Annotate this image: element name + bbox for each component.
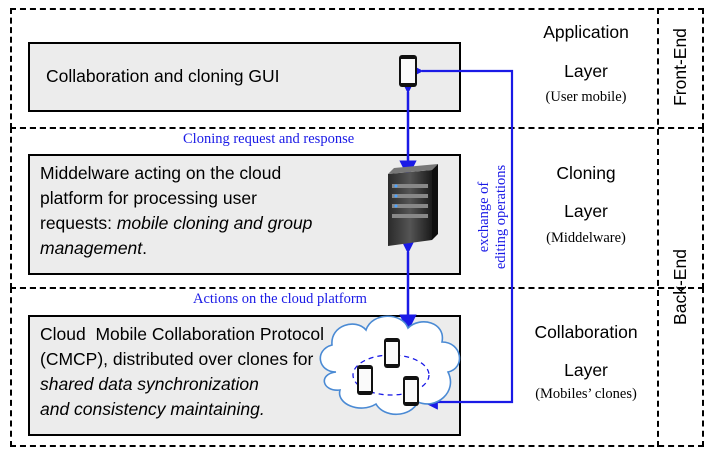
side-divider	[657, 8, 659, 447]
middleware-line-4: management.	[40, 236, 312, 261]
middleware-line-3-plain: requests:	[40, 213, 117, 233]
clone-phone-icon-left	[357, 365, 373, 395]
collaboration-layer-region	[10, 287, 704, 447]
actions-cloud-label: Actions on the cloud platform	[193, 291, 367, 307]
gui-box: Collaboration and cloning GUI	[28, 42, 461, 112]
middleware-line-4-tail: .	[142, 238, 148, 258]
application-layer-word: Layer	[564, 61, 608, 81]
arrow-exchange-path	[408, 63, 514, 410]
cloning-layer-title: Cloning	[556, 163, 616, 183]
application-layer-title: Application	[543, 22, 629, 42]
collaboration-layer-title: Collaboration	[534, 322, 638, 342]
cloning-layer-subtitle: (Middelware)	[546, 230, 626, 246]
cmcp-line-2: (CMCP), distributed over clones for	[40, 349, 314, 369]
mobile-phone-icon	[399, 55, 417, 87]
middleware-line-3-italic: mobile cloning and group	[116, 213, 313, 233]
cmcp-line-3: shared data synchronization	[40, 374, 259, 394]
collaboration-layer-word: Layer	[564, 360, 608, 380]
application-layer-subtitle: (User mobile)	[545, 89, 627, 105]
cloning-layer-word: Layer	[564, 201, 608, 221]
cmcp-line-1: Cloud Mobile Collaboration Protocol	[40, 324, 325, 344]
cloning-request-label: Cloning request and response	[183, 131, 355, 147]
middleware-line-1: Middelware acting on the cloud	[40, 163, 282, 183]
clone-phone-icon-right	[403, 376, 419, 406]
middleware-line-4-italic: management	[40, 238, 143, 258]
gui-box-text: Collaboration and cloning GUI	[46, 66, 280, 86]
collaboration-layer-subtitle: (Mobiles’ clones)	[535, 386, 637, 402]
middleware-line-3: requests: mobile cloning and group	[40, 211, 312, 236]
server-icon	[388, 164, 438, 246]
cmcp-line-4: and consistency maintaining.	[40, 399, 265, 419]
clone-phone-icon-top	[384, 338, 400, 368]
middleware-line-2: platform for processing user	[40, 188, 257, 208]
middleware-box-text: Middelware acting on the cloud platform …	[40, 161, 312, 261]
cmcp-box-text: Cloud Mobile Collaboration Protocol (CMC…	[40, 322, 324, 422]
